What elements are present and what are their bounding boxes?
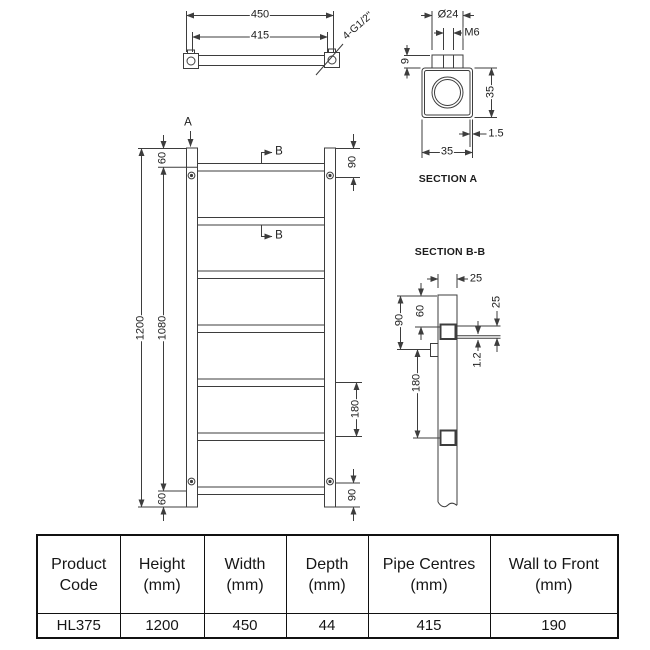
dim-bb-wall: 1.2 [471, 351, 484, 369]
dim-thread: M6 [463, 26, 481, 39]
value-depth: 44 [285, 613, 369, 639]
dim-boss-height: 9 [399, 56, 412, 66]
value-wall-to-front: 190 [489, 613, 619, 639]
section-a-lines [404, 11, 497, 158]
col-header-pipe-centres: Pipe Centres(mm) [367, 534, 491, 614]
value-height: 1200 [119, 613, 205, 639]
dim-rail-to-bottom: 60 [156, 491, 169, 507]
dim-top-to-rail: 60 [156, 150, 169, 166]
dim-pipe-centres: 415 [249, 29, 271, 42]
dim-bb-bracket-spacing: 180 [410, 372, 423, 394]
section-marker-b-lower: B [274, 229, 284, 242]
top-view-lines [183, 11, 344, 76]
section-a-title: SECTION A [417, 172, 479, 185]
value-width: 450 [203, 613, 287, 639]
dim-bb-top-to-bracket: 90 [393, 312, 406, 328]
section-bb-title: SECTION B-B [413, 245, 487, 258]
front-view-lines [138, 131, 362, 521]
dim-overall-width: 450 [249, 8, 271, 21]
dim-top-to-bracket: 90 [346, 154, 359, 170]
col-header-wall-to-front: Wall to Front(mm) [489, 534, 619, 614]
col-header-width: Width(mm) [203, 534, 287, 614]
dim-boss-diameter: Ø24 [436, 8, 460, 21]
dim-body-width: 35 [439, 145, 455, 158]
value-pipe-centres: 415 [367, 613, 491, 639]
dim-overall-height: 1200 [134, 314, 147, 342]
dim-rail-spacing: 180 [349, 398, 362, 420]
col-header-depth: Depth(mm) [285, 534, 369, 614]
value-product-code: HL375 [36, 613, 121, 639]
section-marker-a: A [183, 116, 193, 129]
dim-body-height: 35 [484, 84, 497, 100]
dim-rail-depth: 25 [490, 294, 503, 310]
dim-tube-depth: 25 [468, 272, 484, 285]
section-bb-lines [397, 274, 501, 508]
dim-rail-centres: 1080 [156, 314, 169, 342]
spec-table-value-row: HL375 1200 450 44 415 190 [36, 613, 619, 639]
section-marker-b-top: B [274, 145, 284, 158]
dim-bracket-to-bottom: 90 [346, 487, 359, 503]
col-header-height: Height(mm) [119, 534, 205, 614]
dim-wall-1-5: 1.5 [487, 127, 505, 140]
dim-bb-top-to-rail: 60 [414, 303, 427, 319]
